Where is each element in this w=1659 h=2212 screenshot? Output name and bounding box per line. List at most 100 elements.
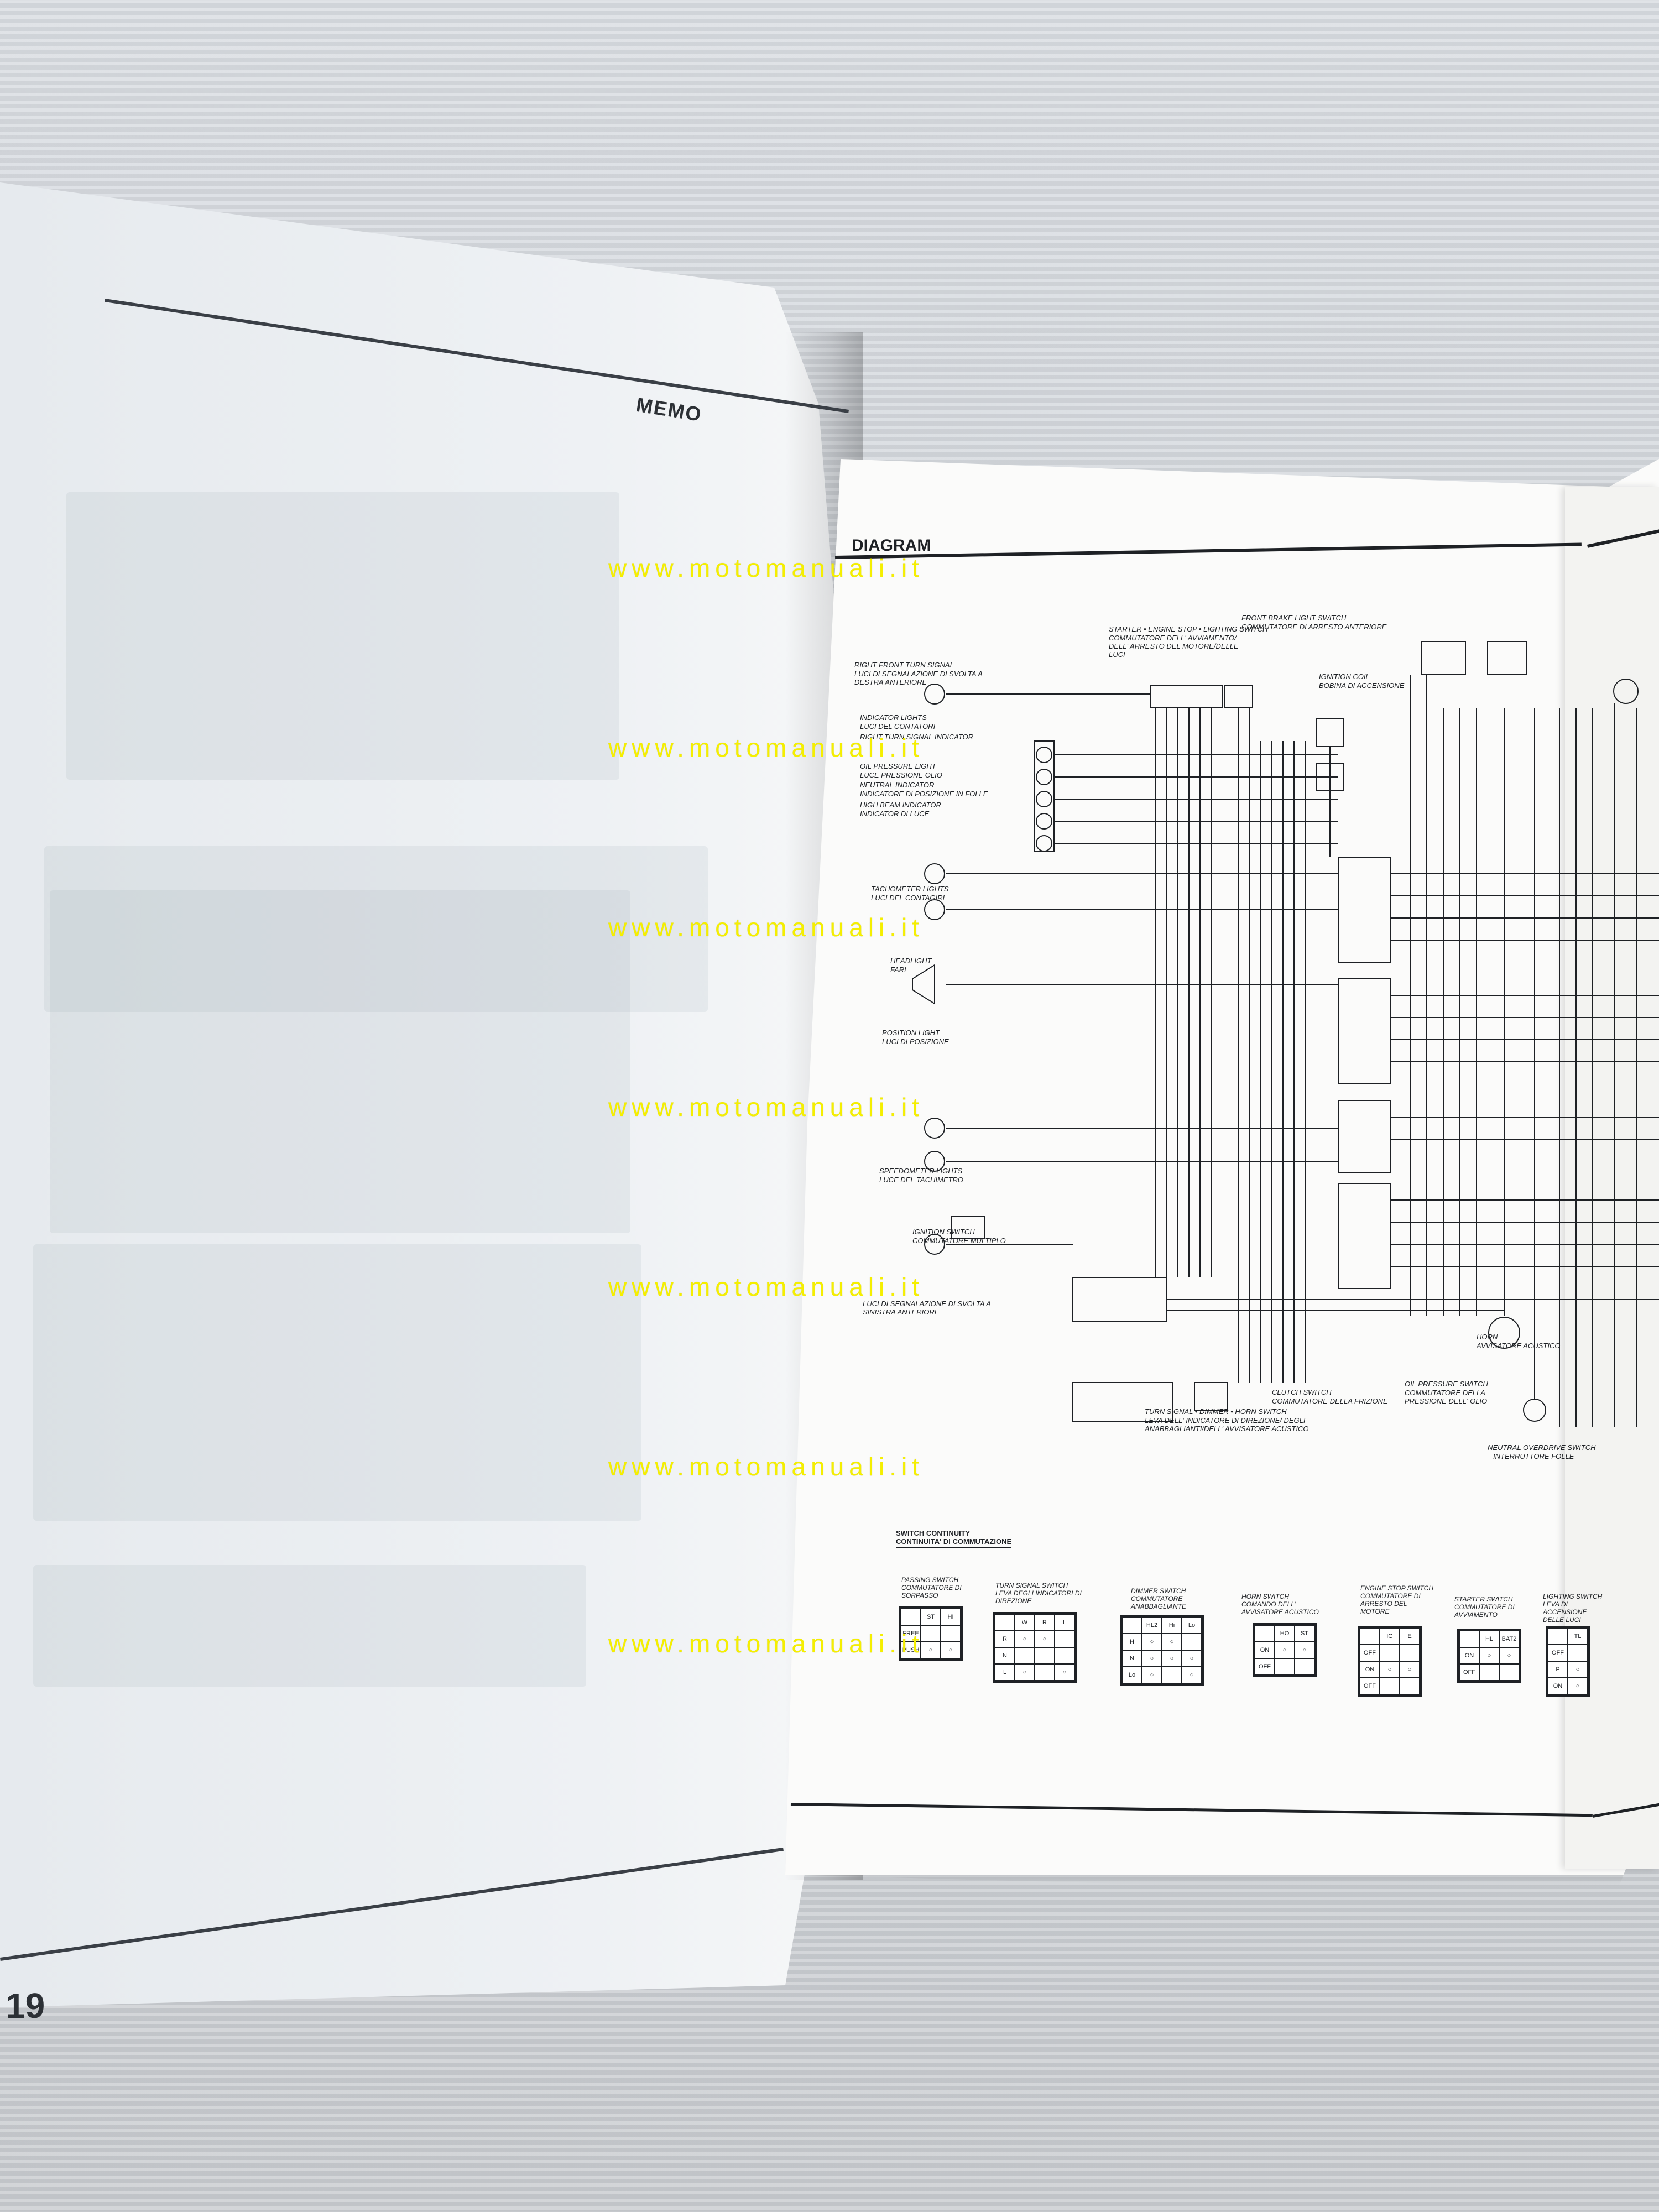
label-oil-pressure-light: OIL PRESSURE LIGHT: [860, 762, 936, 770]
diagram-title: DIAGRAM: [852, 536, 931, 555]
label-starter-switch: STARTER • ENGINE STOP • LIGHTING SWITCH: [1109, 625, 1268, 633]
bulb-icon: [924, 1118, 945, 1139]
col-header: Hi: [1161, 1616, 1182, 1634]
row-header: OFF: [1359, 1644, 1380, 1662]
watermark: www.motomanuali.it: [608, 913, 925, 942]
bulb-icon: [924, 899, 945, 920]
wiring-diagram: [912, 641, 1659, 1427]
label-oil-pressure-switch-it: COMMUTATORE DELLA PRESSIONE DELL' OLIO: [1405, 1389, 1488, 1405]
show-through-text: [33, 1565, 586, 1687]
watermark: www.motomanuali.it: [608, 1093, 925, 1121]
row-header: OFF: [1254, 1658, 1275, 1676]
watermark: www.motomanuali.it: [608, 1452, 925, 1481]
label-ignition-switch-it: COMMUTATORE MULTIPLO: [912, 1237, 1006, 1245]
col-header: ST: [920, 1608, 941, 1626]
row-header: H: [1121, 1633, 1142, 1651]
col-header: W: [1014, 1614, 1035, 1631]
label-right-turn-indicator: RIGHT TURN SIGNAL INDICATOR: [860, 733, 974, 741]
label-neutral-switch-it: INTERRUTTORE FOLLE: [1493, 1452, 1574, 1460]
switch-name-it: COMANDO DELL' AVVISATORE ACUSTICO: [1241, 1600, 1319, 1616]
bulb-icon: [924, 1151, 945, 1172]
show-through-photo: [66, 492, 619, 780]
label-headlight: HEADLIGHT: [890, 957, 932, 965]
row-header: OFF: [1547, 1644, 1568, 1662]
label-oil-pressure-light-it: LUCE PRESSIONE OLIO: [860, 771, 942, 779]
engine-stop-switch-label: ENGINE STOP SWITCH COMMUTATORE DI ARREST…: [1360, 1584, 1438, 1615]
row-header: N: [1121, 1650, 1142, 1667]
label-high-beam-indicator: HIGH BEAM INDICATOR: [860, 801, 941, 809]
row-header: Lo: [1121, 1666, 1142, 1684]
bulb-icon: [924, 863, 945, 884]
label-neutral-indicator-it: INDICATORE DI POSIZIONE IN FOLLE: [860, 790, 988, 798]
switch-name-it: COMMUTATORE ANABBAGLIANTE: [1131, 1595, 1187, 1610]
switch-name-it: LEVA DEGLI INDICATORI DI DIREZIONE: [995, 1589, 1082, 1605]
row-header: N: [994, 1647, 1015, 1665]
switch-name-it: COMMUTATORE DI SORPASSO: [901, 1584, 962, 1599]
label-position-light-it: LUCI DI POSIZIONE: [882, 1037, 949, 1046]
label-tachometer-lights-it: LUCI DEL CONTAGIRI: [871, 894, 945, 902]
col-header: TL: [1567, 1627, 1588, 1645]
label-horn-it: AVVISATORE ACUSTICO: [1477, 1342, 1561, 1350]
switch-name: DIMMER SWITCH: [1131, 1587, 1186, 1595]
passing-switch-label: PASSING SWITCH COMMUTATORE DI SORPASSO: [901, 1576, 984, 1599]
show-through-box: [50, 890, 630, 1233]
label-ignition-switch: IGNITION SWITCH: [912, 1228, 975, 1236]
col-header: HL: [1479, 1630, 1500, 1648]
label-speedometer-lights: SPEEDOMETER LIGHTS: [879, 1167, 963, 1175]
switch-continuity-heading: SWITCH CONTINUITY: [896, 1529, 971, 1537]
label-neutral-indicator: NEUTRAL INDICATOR: [860, 781, 935, 789]
watermark: www.motomanuali.it: [608, 1272, 925, 1301]
label-tachometer-lights: TACHOMETER LIGHTS: [871, 885, 949, 893]
label-front-brake-switch: FRONT BRAKE LIGHT SWITCH: [1241, 614, 1347, 622]
label-ignition-coil: IGNITION COIL: [1319, 672, 1370, 681]
row-header: L: [994, 1663, 1015, 1681]
switch-name: PASSING SWITCH: [901, 1576, 959, 1584]
show-through-text: [44, 846, 708, 1012]
col-header: IG: [1379, 1627, 1400, 1645]
label-front-brake-switch-it: COMMUTATORE DI ARRESTO ANTERIORE: [1241, 623, 1387, 631]
col-header: BAT2: [1499, 1630, 1520, 1648]
switch-name-it: COMMUTATORE DI ARRESTO DEL MOTORE: [1360, 1592, 1421, 1615]
label-ignition-coil-it: BOBINA DI ACCENSIONE: [1319, 681, 1405, 690]
row-header: R: [994, 1630, 1015, 1648]
row-header: P: [1547, 1661, 1568, 1678]
row-header: ON: [1254, 1641, 1275, 1659]
watermark: www.motomanuali.it: [608, 733, 925, 762]
row-header: OFF: [1459, 1663, 1480, 1681]
lighting-switch-label: LIGHTING SWITCH LEVA DI ACCENSIONE DELLE…: [1543, 1593, 1604, 1624]
switch-continuity-title: SWITCH CONTINUITY CONTINUITA' DI COMMUTA…: [896, 1529, 1012, 1548]
col-header: Lo: [1181, 1616, 1202, 1634]
switch-name-it: LEVA DI ACCENSIONE DELLE LUCI: [1543, 1600, 1587, 1624]
label-oil-pressure-switch: OIL PRESSURE SWITCH: [1405, 1380, 1488, 1388]
horn-switch-label: HORN SWITCH COMANDO DELL' AVVISATORE ACU…: [1241, 1593, 1324, 1616]
switch-name: ENGINE STOP SWITCH: [1360, 1584, 1434, 1592]
label-neutral-switch: NEUTRAL OVERDRIVE SWITCH: [1488, 1443, 1596, 1452]
left-page: [0, 182, 846, 2007]
row-header: ON: [1459, 1647, 1480, 1665]
col-header: HO: [1274, 1625, 1295, 1642]
col-header: L: [1054, 1614, 1075, 1631]
col-header: HL2: [1141, 1616, 1162, 1634]
label-turn-dimmer-horn-switch: TURN SIGNAL • DIMMER • HORN SWITCH: [1145, 1407, 1287, 1416]
starter-switch-label: STARTER SWITCH COMMUTATORE DI AVVIAMENTO: [1454, 1595, 1532, 1619]
label-indicator-lights-it: LUCI DEL CONTATORI: [860, 722, 936, 731]
dimmer-switch-label: DIMMER SWITCH COMMUTATORE ANABBAGLIANTE: [1131, 1587, 1219, 1610]
col-header: R: [1034, 1614, 1055, 1631]
watermark: www.motomanuali.it: [608, 1629, 925, 1658]
label-speedometer-lights-it: LUCE DEL TACHIMETRO: [879, 1176, 963, 1184]
label-high-beam-indicator-it: INDICATOR DI LUCE: [860, 810, 930, 818]
row-header: FREE: [900, 1625, 921, 1642]
label-right-front-turn-signal-it: LUCI DI SEGNALAZIONE DI SVOLTA A DESTRA …: [854, 670, 983, 686]
turn-signal-switch-label: TURN SIGNAL SWITCH LEVA DEGLI INDICATORI…: [995, 1582, 1106, 1605]
row-header: PUSH: [900, 1641, 921, 1659]
col-header: ST: [1294, 1625, 1315, 1642]
switch-name: HORN SWITCH: [1241, 1593, 1289, 1600]
switch-continuity-subheading: CONTINUITA' DI COMMUTAZIONE: [896, 1537, 1012, 1546]
label-left-front-turn-signal-it: LUCI DI SEGNALAZIONE DI SVOLTA A SINISTR…: [863, 1300, 991, 1316]
switch-name: STARTER SWITCH: [1454, 1595, 1513, 1603]
